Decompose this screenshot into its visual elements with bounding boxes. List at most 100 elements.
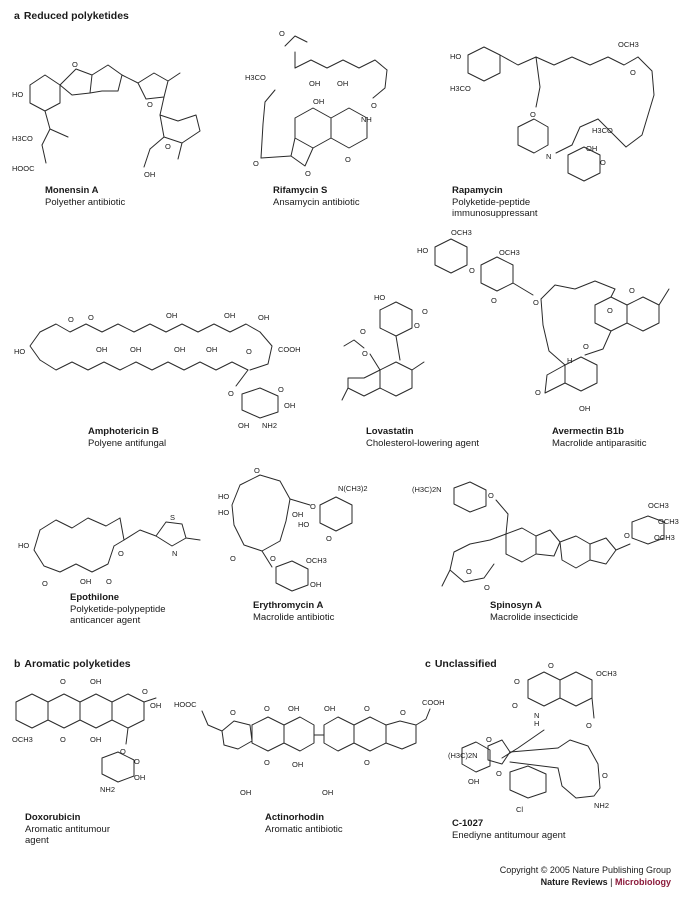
section-letter: c bbox=[425, 658, 431, 670]
svg-text:OH: OH bbox=[309, 79, 320, 88]
svg-text:OH: OH bbox=[90, 677, 101, 686]
svg-text:O: O bbox=[364, 704, 370, 713]
journal-name: Nature Reviews bbox=[540, 877, 608, 887]
svg-text:O: O bbox=[488, 491, 494, 500]
svg-text:O: O bbox=[253, 159, 259, 168]
compound-desc: Cholesterol-lowering agent bbox=[366, 437, 480, 449]
amphotericin-structure: O O OH OH OH OH OH OH OH HO O COOH O O O… bbox=[10, 310, 310, 430]
svg-text:OH: OH bbox=[174, 345, 185, 354]
svg-text:OCH3: OCH3 bbox=[596, 669, 617, 678]
svg-text:O: O bbox=[607, 306, 613, 315]
compound-name: Lovastatin bbox=[366, 426, 414, 437]
svg-text:OCH3: OCH3 bbox=[12, 735, 33, 744]
svg-text:OH: OH bbox=[144, 170, 155, 179]
compound-desc: immunosuppressant bbox=[452, 208, 538, 219]
svg-text:OH: OH bbox=[322, 788, 333, 797]
monensin-structure: HO O O O OH H3CO HOOC bbox=[10, 45, 210, 180]
svg-text:OCH3: OCH3 bbox=[654, 533, 675, 542]
c1027-structure: O O O N H OCH3 O O NH2 O Cl O (H3C)2N OH bbox=[448, 661, 678, 814]
journal-line: Nature Reviews | Microbiology bbox=[500, 876, 671, 888]
svg-text:OCH3: OCH3 bbox=[658, 517, 679, 526]
lovastatin-caption: Lovastatin Cholesterol-lowering agent bbox=[366, 426, 479, 449]
svg-text:O: O bbox=[228, 389, 234, 398]
svg-text:O: O bbox=[60, 677, 66, 686]
svg-text:O: O bbox=[586, 721, 592, 730]
svg-text:O: O bbox=[414, 321, 420, 330]
svg-text:OH: OH bbox=[586, 144, 597, 153]
svg-text:O: O bbox=[466, 567, 472, 576]
svg-text:H3CO: H3CO bbox=[450, 84, 471, 93]
svg-text:O: O bbox=[305, 169, 311, 178]
svg-text:O: O bbox=[400, 708, 406, 717]
svg-text:OCH3: OCH3 bbox=[499, 248, 520, 257]
svg-text:HO: HO bbox=[18, 541, 29, 550]
svg-text:O: O bbox=[120, 747, 126, 756]
compound-name: C-1027 bbox=[452, 818, 484, 829]
avermectin-caption: Avermectin B1b Macrolide antiparasitic bbox=[552, 426, 647, 449]
svg-text:O: O bbox=[264, 704, 270, 713]
svg-text:O: O bbox=[422, 307, 428, 316]
svg-text:N(CH3)2: N(CH3)2 bbox=[338, 484, 368, 493]
svg-text:COOH: COOH bbox=[278, 345, 301, 354]
svg-text:(H3C)2N: (H3C)2N bbox=[412, 485, 442, 494]
svg-text:S: S bbox=[170, 513, 175, 522]
svg-text:O: O bbox=[486, 735, 492, 744]
svg-text:OH: OH bbox=[166, 311, 177, 320]
svg-text:O: O bbox=[270, 554, 276, 563]
compound-name: Spinosyn A bbox=[490, 600, 542, 611]
compound-desc: Enediyne antitumour agent bbox=[452, 829, 566, 841]
journal-separator: | bbox=[607, 877, 615, 887]
svg-text:OCH3: OCH3 bbox=[648, 501, 669, 510]
actinorhodin-caption: Actinorhodin Aromatic antibiotic bbox=[265, 812, 343, 835]
compound-desc: Polyketide-polypeptide bbox=[70, 603, 166, 615]
svg-text:O: O bbox=[278, 385, 284, 394]
svg-text:HO: HO bbox=[374, 293, 385, 302]
compound-desc: Macrolide insecticide bbox=[490, 611, 579, 623]
spinosyn-caption: Spinosyn A Macrolide insecticide bbox=[490, 600, 578, 623]
svg-text:O: O bbox=[496, 769, 502, 778]
svg-text:H3CO: H3CO bbox=[592, 126, 613, 135]
svg-text:OH: OH bbox=[240, 788, 251, 797]
section-title: Reduced polyketides bbox=[23, 10, 129, 22]
svg-text:NH: NH bbox=[361, 115, 372, 124]
svg-text:OH: OH bbox=[324, 704, 335, 713]
doxorubicin-structure: O OH O OH OCH3 O OH O O OH NH2 bbox=[10, 672, 170, 800]
svg-text:O: O bbox=[602, 771, 608, 780]
svg-text:HO: HO bbox=[14, 347, 25, 356]
svg-text:OH: OH bbox=[292, 760, 303, 769]
epothilone-caption: Epothilone Polyketide-polypeptide antica… bbox=[70, 592, 166, 627]
svg-text:O: O bbox=[72, 60, 78, 69]
svg-text:O: O bbox=[624, 531, 630, 540]
section-title: Unclassified bbox=[434, 658, 497, 670]
svg-text:Cl: Cl bbox=[516, 805, 523, 814]
footer-credit: Copyright © 2005 Nature Publishing Group… bbox=[500, 864, 671, 888]
spinosyn-structure: (H3C)2N O O O O OCH3 OCH3 OCH3 bbox=[410, 478, 679, 593]
svg-text:HO: HO bbox=[218, 508, 229, 517]
svg-text:O: O bbox=[629, 286, 635, 295]
svg-text:HOOC: HOOC bbox=[12, 164, 35, 173]
svg-text:O: O bbox=[60, 735, 66, 744]
svg-text:HO: HO bbox=[298, 520, 309, 529]
c1027-caption: C-1027 Enediyne antitumour agent bbox=[452, 818, 566, 841]
svg-text:OH: OH bbox=[310, 580, 321, 589]
svg-text:O: O bbox=[118, 549, 124, 558]
compound-desc: Aromatic antibiotic bbox=[265, 823, 343, 835]
rapamycin-caption: Rapamycin Polyketide-peptide immunosuppr… bbox=[452, 185, 538, 220]
svg-text:O: O bbox=[364, 758, 370, 767]
svg-text:O: O bbox=[147, 100, 153, 109]
svg-text:H: H bbox=[567, 356, 572, 365]
svg-text:N: N bbox=[546, 152, 551, 161]
svg-text:OH: OH bbox=[337, 79, 348, 88]
compound-desc: Macrolide antiparasitic bbox=[552, 437, 647, 449]
svg-text:OH: OH bbox=[150, 701, 161, 710]
svg-text:HO: HO bbox=[417, 246, 428, 255]
rapamycin-structure: HO H3CO OCH3 O O N H3CO OH O bbox=[448, 35, 678, 182]
svg-text:O: O bbox=[535, 388, 541, 397]
lovastatin-structure: HO O O O O bbox=[340, 290, 440, 420]
svg-text:N: N bbox=[172, 549, 177, 558]
compound-desc: anticancer agent bbox=[70, 615, 141, 626]
svg-text:O: O bbox=[88, 313, 94, 322]
